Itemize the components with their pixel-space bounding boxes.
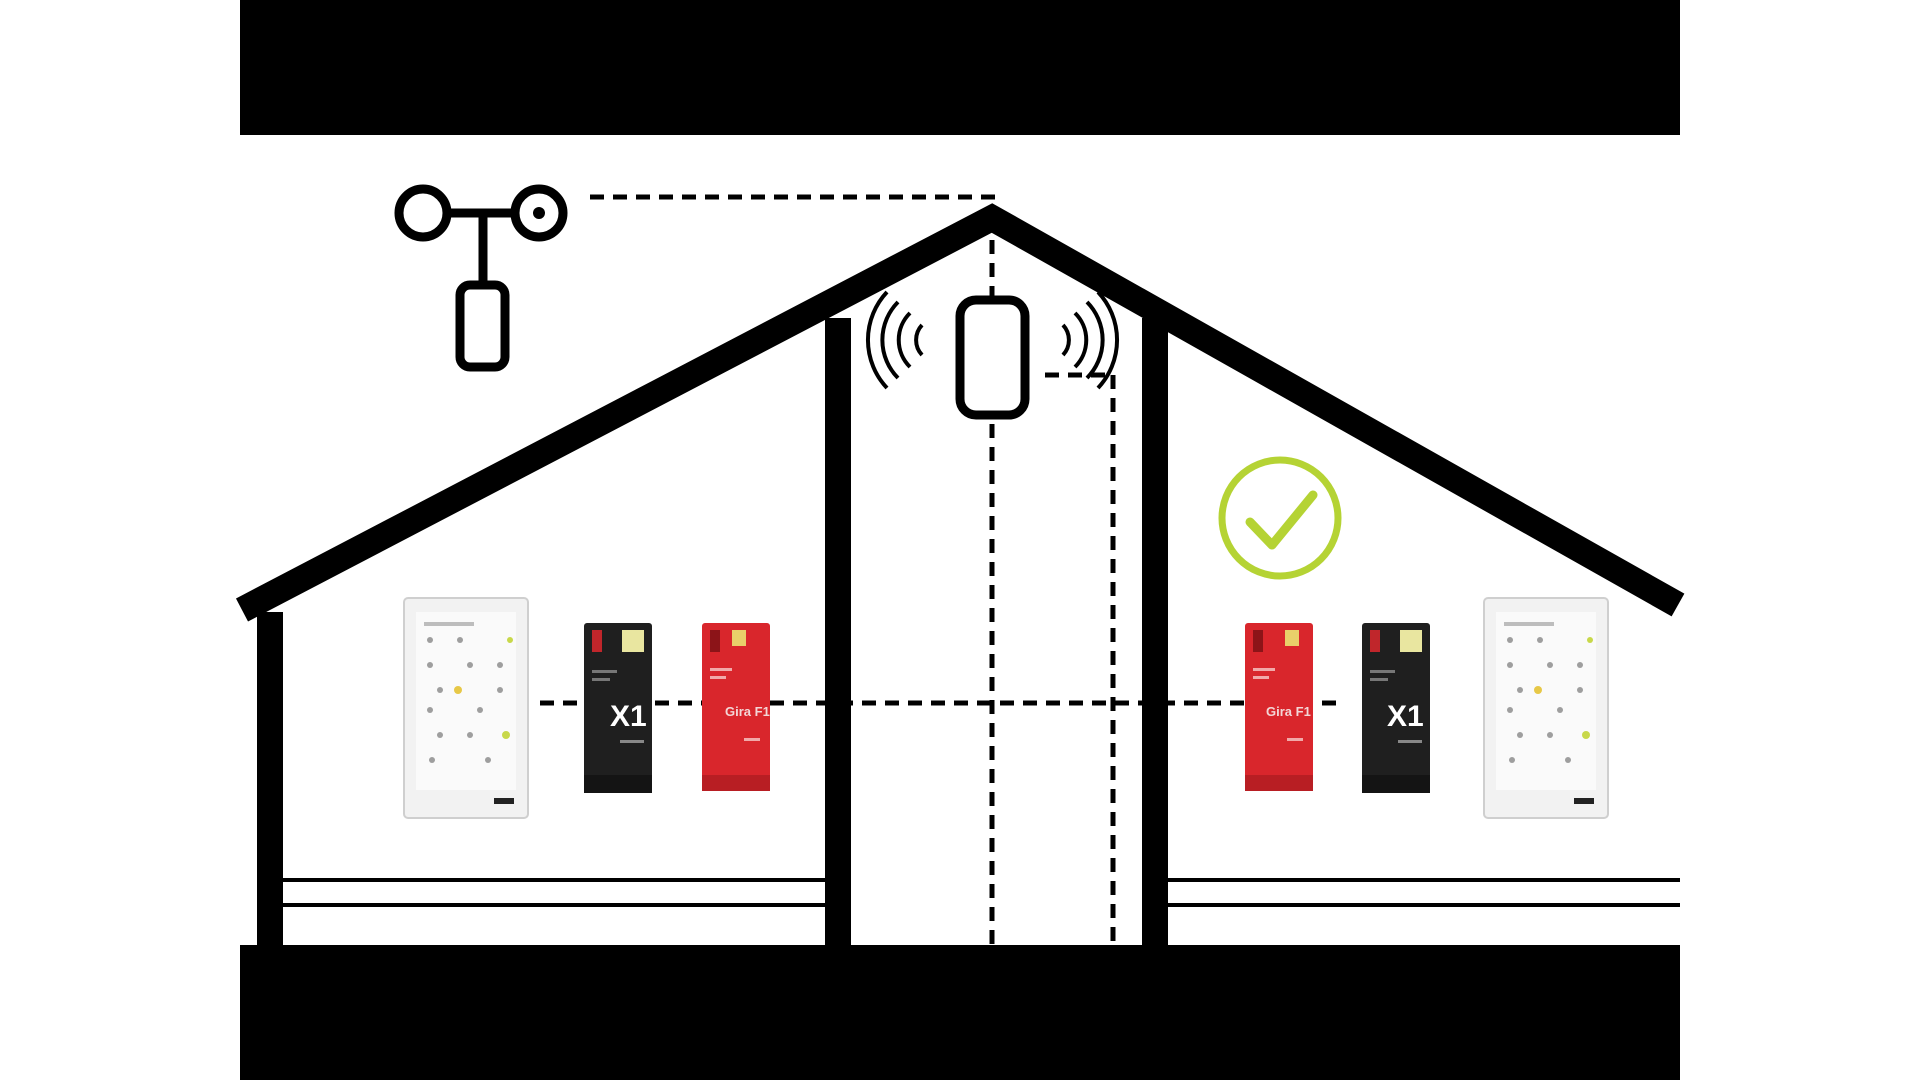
touch-panel-right [1483,597,1609,819]
right-device-group: Gira F1 X1 [1245,597,1609,819]
red-module-right: Gira F1 [1245,623,1313,791]
left-wifi-waves [865,290,924,390]
top-bar [240,0,1680,135]
ground-bar [240,945,1680,1080]
wireless-router-icon [865,290,1120,420]
touch-panel-left [403,597,529,819]
red-module-label-left: Gira F1 [725,704,770,719]
red-module-label-right: Gira F1 [1266,704,1311,719]
anemometer-icon [394,184,568,372]
x1-label-left: X1 [610,700,647,733]
right-wifi-waves [1061,290,1120,390]
house-outline [235,203,1685,946]
red-module-left: Gira F1 [702,623,770,791]
x1-module-left: X1 [584,623,652,793]
x1-label-right: X1 [1387,700,1424,733]
x1-module-right: X1 [1362,623,1430,793]
left-device-group: X1 Gira F1 [403,597,770,819]
check-circle-icon [1218,456,1342,580]
